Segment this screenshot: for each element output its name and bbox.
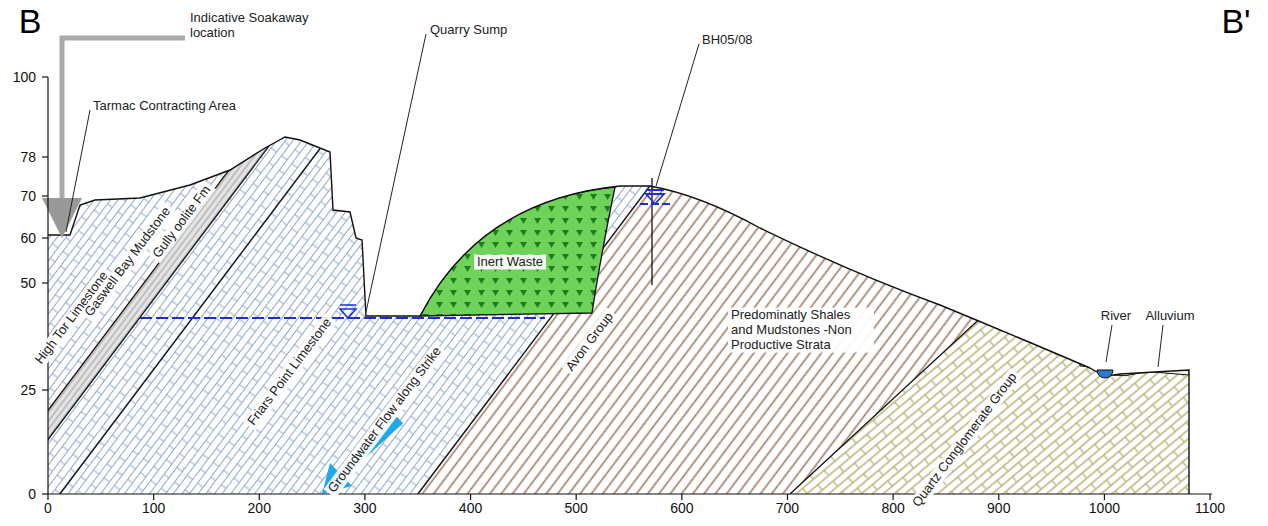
section-end-label: B' [1221, 2, 1250, 41]
axis-number: 700 [776, 500, 799, 516]
axis-tick [42, 237, 48, 238]
axis-number: 50 [20, 275, 36, 291]
callout-label: BH05/08 [702, 33, 753, 48]
axis-tick [153, 494, 154, 500]
callout-label: Quarry Sump [430, 23, 507, 38]
axis-tick [1209, 494, 1210, 500]
axis-number: 600 [670, 500, 693, 516]
axis-tick [47, 494, 48, 500]
axis-tick [42, 156, 48, 157]
axis-number: 400 [459, 500, 482, 516]
axis-tick [42, 195, 48, 196]
axis-number: 100 [13, 69, 36, 85]
axis-number: 200 [248, 500, 271, 516]
axis-tick [364, 494, 365, 500]
axis-tick [42, 389, 48, 390]
waste-label: Inert Waste [474, 255, 546, 270]
axis-number: 800 [881, 500, 904, 516]
axis-number: 900 [987, 500, 1010, 516]
axis-number: 70 [20, 188, 36, 204]
stratum-note: Predominatly Shales and Mudstones -Non P… [728, 308, 874, 353]
axis-tick [42, 76, 48, 77]
axis-tick [998, 494, 999, 500]
axis-tick [259, 494, 260, 500]
axis-number: 0 [44, 500, 52, 516]
axis-number: 78 [20, 149, 36, 165]
axis-number: 60 [20, 230, 36, 246]
axis-tick [893, 494, 894, 500]
axis-tick [576, 494, 577, 500]
axis-tick [470, 494, 471, 500]
axis-number: 25 [20, 382, 36, 398]
callout-label: River [1101, 309, 1131, 324]
section-end-label: B [19, 2, 42, 41]
axis-number: 0 [28, 486, 36, 502]
axis-tick [681, 494, 682, 500]
callout-label: Tarmac Contracting Area [93, 99, 236, 114]
axis-number: 500 [565, 500, 588, 516]
axis-number: 100 [142, 500, 165, 516]
axis-tick [1104, 494, 1105, 500]
axis-number: 1100 [1195, 500, 1225, 516]
callout-label: Indicative Soakaway location [190, 11, 340, 41]
axis-number: 300 [353, 500, 376, 516]
callout-label: Alluvium [1145, 309, 1194, 324]
axis-number: 1000 [1089, 500, 1120, 516]
axis-tick [42, 282, 48, 283]
axis-tick [787, 494, 788, 500]
axis-tick [42, 493, 48, 494]
